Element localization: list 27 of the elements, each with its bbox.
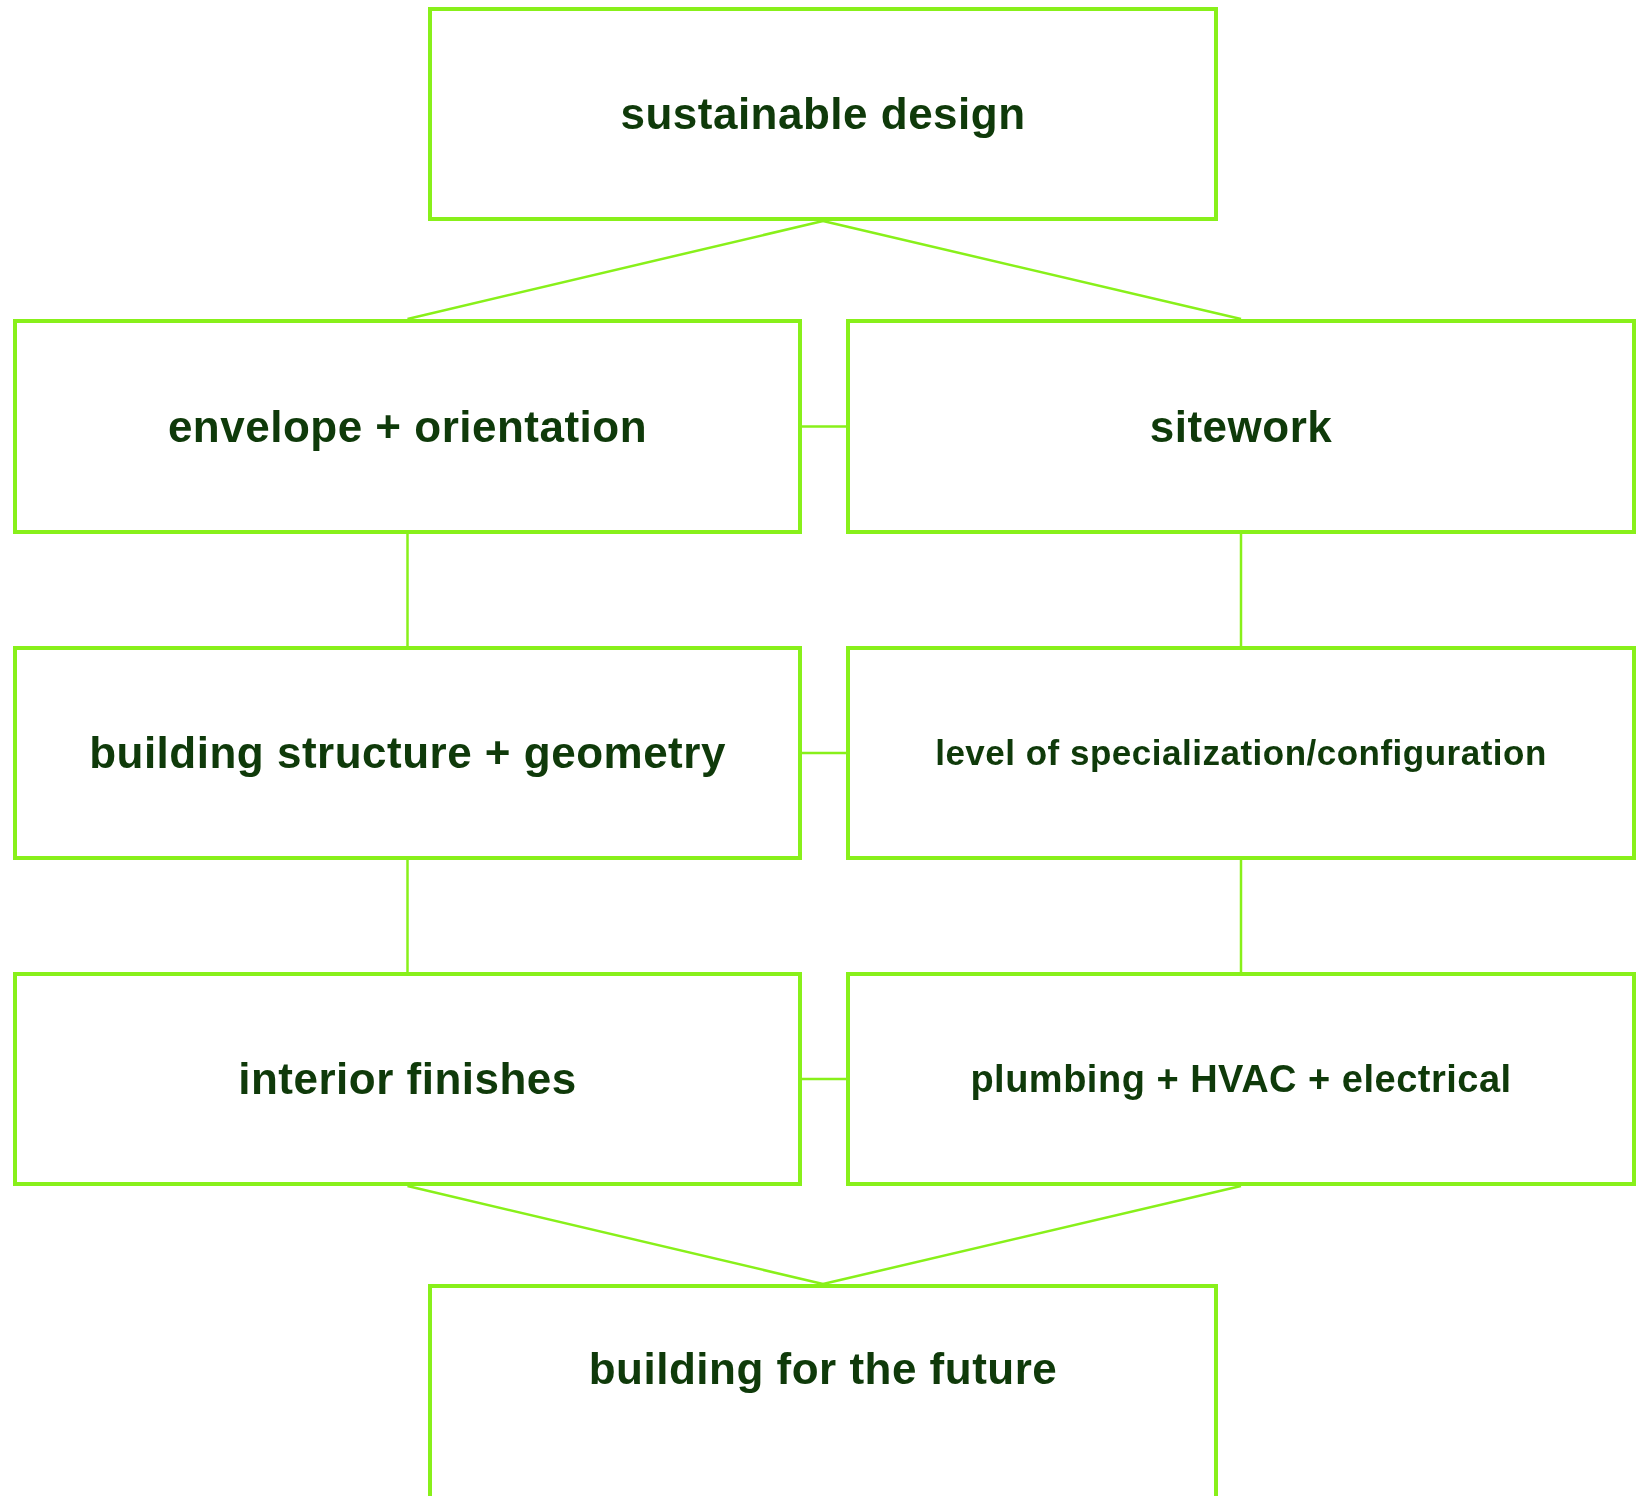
connector-line [406, 534, 409, 646]
connector-line [802, 751, 846, 755]
process-box [428, 7, 1218, 221]
box-label: building for the future [588, 1344, 1058, 1394]
connector-line [407, 1184, 824, 1286]
connector-line [1239, 860, 1243, 972]
box-label: plumbing + HVAC + electrical [970, 1057, 1512, 1101]
connector-line [822, 1184, 1242, 1286]
connector-line [802, 1077, 846, 1081]
connector-line [406, 860, 409, 972]
process-box [846, 972, 1636, 1186]
process-box [428, 1284, 1218, 1496]
process-box [846, 319, 1636, 534]
box-label: level of specialization/configuration [935, 733, 1547, 773]
process-box [13, 646, 802, 860]
box-label: interior finishes [238, 1054, 577, 1104]
process-box [13, 319, 802, 534]
connector-line [822, 219, 1242, 321]
connector-line [1239, 534, 1243, 646]
connector-line [407, 219, 824, 321]
connector-line [802, 425, 846, 428]
process-box [846, 646, 1636, 860]
box-label: building structure + geometry [89, 728, 726, 778]
box-label: sitework [1149, 401, 1333, 452]
box-label: envelope + orientation [167, 401, 648, 452]
box-label: sustainable design [620, 89, 1026, 139]
process-box [13, 972, 802, 1186]
